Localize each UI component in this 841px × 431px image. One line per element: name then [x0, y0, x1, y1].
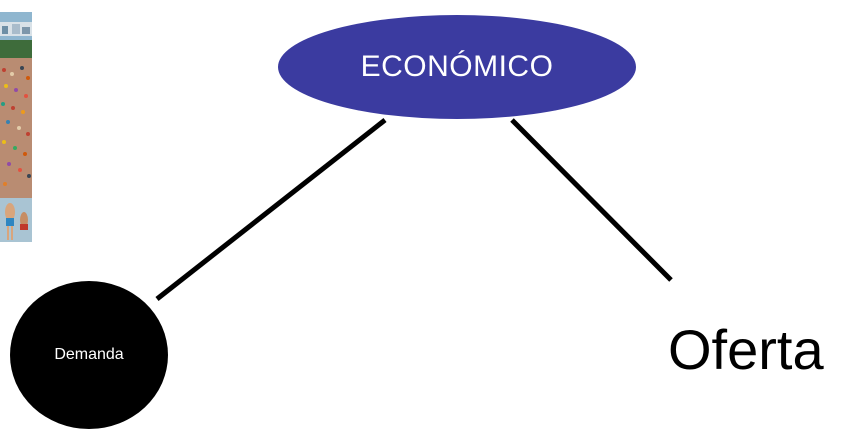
node-economico-label: ECONÓMICO	[360, 50, 554, 83]
beach-photo-image	[0, 12, 32, 242]
node-demanda-label: Demanda	[54, 346, 124, 363]
connector-economico-demanda	[155, 118, 387, 301]
node-demanda: Demanda	[10, 281, 168, 429]
beach-photo	[0, 12, 32, 242]
connector-economico-oferta	[510, 118, 673, 282]
node-oferta-label: Oferta	[668, 318, 824, 381]
node-economico: ECONÓMICO	[278, 15, 636, 119]
